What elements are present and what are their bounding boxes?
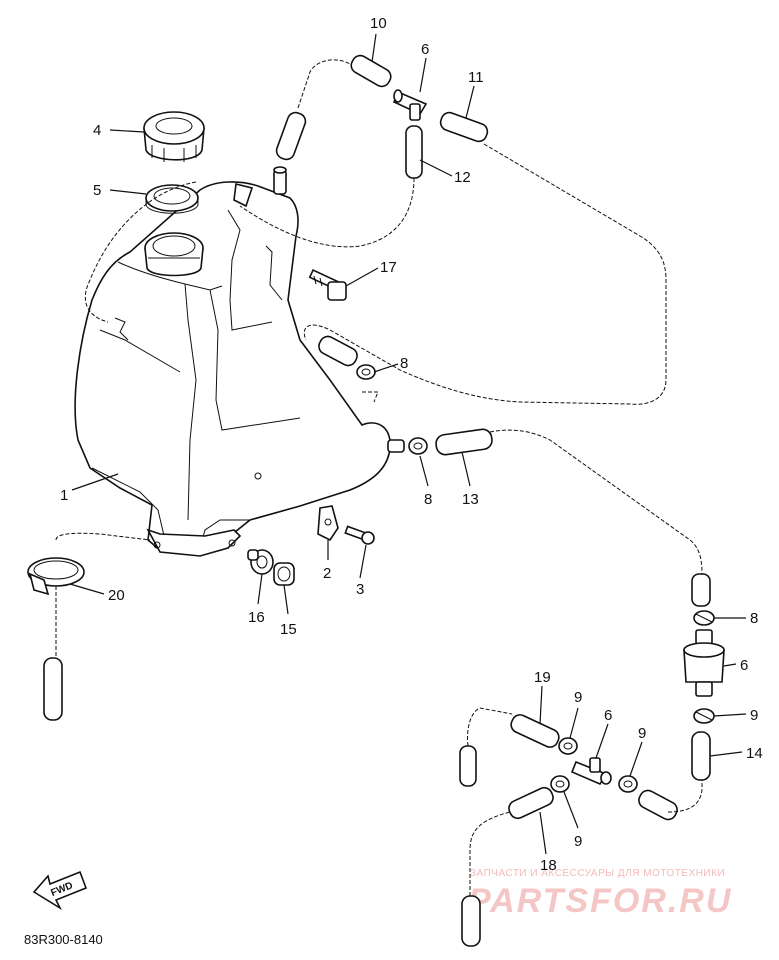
callout-17: 17: [380, 259, 397, 276]
hose-14: [691, 731, 711, 781]
band-20: [27, 557, 85, 596]
callouts: 4 5 10 6 11 12 17 8 8 13 2 3 16 15 20 1 …: [60, 15, 763, 874]
clip-9-c: [550, 775, 570, 793]
bolt-3: [344, 525, 375, 545]
callout-13: 13: [462, 491, 479, 508]
callout-6-top: 6: [421, 41, 429, 58]
callout-8-right: 8: [750, 610, 758, 627]
callout-2: 2: [323, 565, 331, 582]
forward-arrow: FWD: [32, 870, 88, 911]
callout-9-c: 9: [574, 833, 582, 850]
hose-18: [508, 786, 554, 820]
watermark: ЗАПЧАСТИ И АКСЕССУАРЫ ДЛЯ МОТОТЕХНИКИ PA…: [468, 868, 732, 920]
joint-6-bottom: [570, 757, 612, 786]
bolt-17: [308, 268, 347, 301]
diagram-code: 83R300-8140: [24, 932, 103, 947]
oil-tank: [74, 166, 405, 557]
callout-7: 6: [740, 657, 748, 674]
callout-19: 19: [534, 669, 551, 686]
callout-9-b: 9: [638, 725, 646, 742]
hose-10: [350, 54, 392, 88]
clip-9-b: [618, 775, 638, 793]
callout-8-middle: 8: [400, 355, 408, 372]
callout-3: 3: [356, 581, 364, 598]
callout-16: 16: [248, 609, 265, 626]
clip-9-right: [693, 708, 715, 724]
callout-9-a: 9: [574, 689, 582, 706]
callout-9-right: 9: [750, 707, 758, 724]
hose-13: [435, 428, 493, 456]
grommet-16: [247, 549, 274, 575]
joint-6-top: [392, 89, 428, 121]
callout-5: 5: [93, 182, 101, 199]
routing-lines: [55, 59, 703, 896]
clip-8-middle: [356, 364, 376, 380]
hose-left-short: [459, 745, 477, 787]
clip-8-outlet: [408, 437, 428, 455]
hose-12: [405, 125, 423, 179]
callout-4: 4: [93, 122, 101, 139]
hose-middle: [318, 335, 358, 367]
hose-left-bottom: [43, 657, 63, 721]
hose-right-upper: [691, 573, 711, 607]
oil-filter-7: [683, 629, 725, 697]
callout-18: 18: [540, 857, 557, 874]
hose-bottom: [461, 895, 481, 947]
watermark-tagline: ЗАПЧАСТИ И АКСЕССУАРЫ ДЛЯ МОТОТЕХНИКИ: [470, 868, 725, 879]
callout-6-bottom: 6: [604, 707, 612, 724]
collar-15: [273, 562, 295, 586]
bracket-2: [317, 505, 339, 542]
clip-8-right: [693, 610, 715, 626]
hose-right-lower: [638, 789, 678, 821]
tank-cap: [143, 111, 205, 162]
callout-20: 20: [108, 587, 125, 604]
leader-lines: [69, 33, 747, 855]
callout-8-outlet: 8: [424, 491, 432, 508]
callout-1: 1: [60, 487, 68, 504]
hose-11: [439, 111, 489, 143]
callout-12: 12: [454, 169, 471, 186]
hose-left-top: [275, 111, 307, 161]
callout-10: 10: [370, 15, 387, 32]
clip-9-a: [558, 737, 578, 755]
watermark-site: PARTSFOR.RU: [468, 882, 732, 920]
callout-14: 14: [746, 745, 763, 762]
hose-19: [510, 714, 560, 748]
cap-gasket: [145, 184, 199, 214]
callout-11: 11: [468, 69, 484, 86]
callout-15: 15: [280, 621, 297, 638]
